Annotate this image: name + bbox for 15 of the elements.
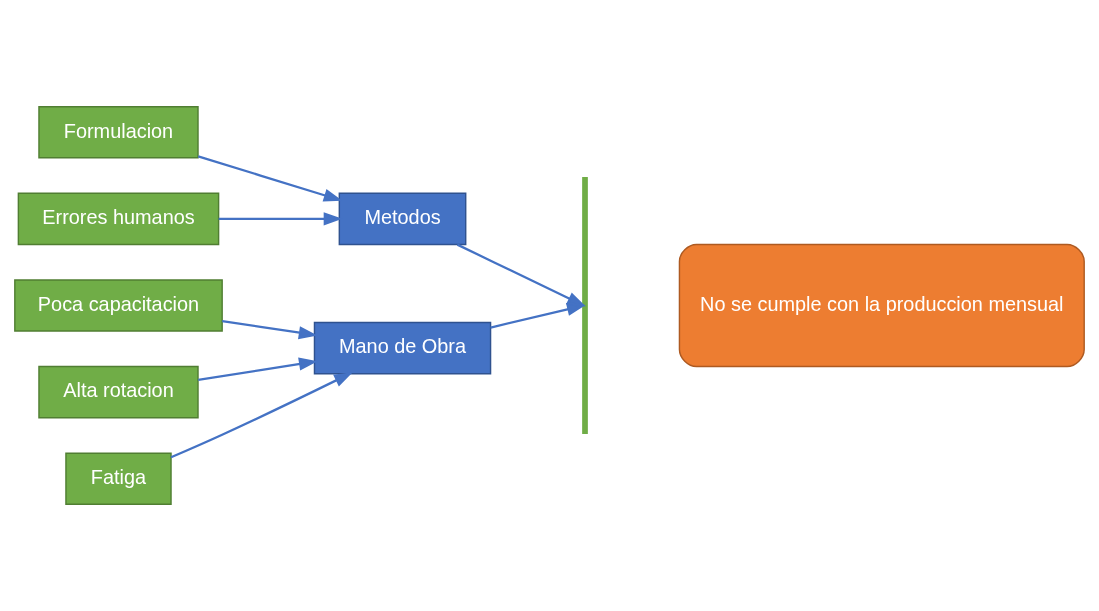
arrow [222,319,318,340]
node-bar [582,177,588,434]
node-box: Poca capacitacion [14,279,223,332]
node-box: Errores humanos [17,192,220,246]
arrow [218,212,343,226]
arrow [197,155,343,202]
node-box: No se cumple con la produccion mensual [678,243,1085,368]
arrow [456,243,586,307]
node-box: Mano de Obra [313,321,492,375]
node-box: Metodos [338,192,467,246]
node-box: Formulacion [38,105,199,159]
node-box: Alta rotacion [38,365,199,419]
node-box: Fatiga [65,452,172,506]
arrow [170,372,353,459]
arrow [198,357,318,381]
